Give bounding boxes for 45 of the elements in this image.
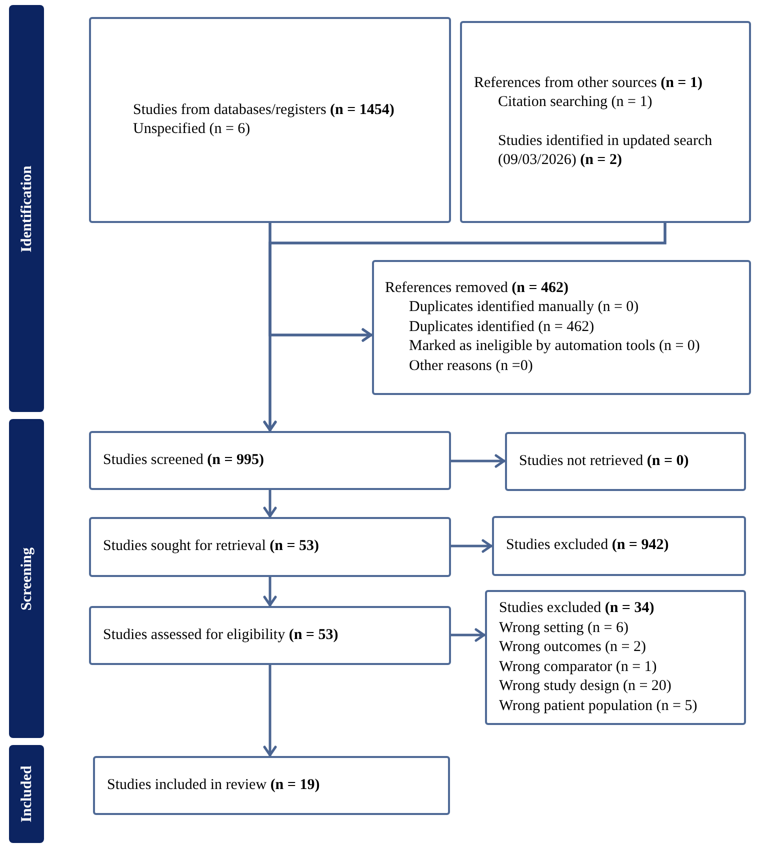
box-title: Studies sought for retrieval (n = 53) [103, 537, 320, 556]
phase-band [9, 745, 44, 843]
list-item: Wrong setting (n = 6) [499, 618, 628, 638]
list-item: Unspecified (n = 6) [133, 120, 250, 139]
list-item: Marked as ineligible by automation tools (n = 0) [409, 337, 700, 356]
list-item: Duplicates identified (n = 462) [409, 318, 594, 337]
process-box [93, 756, 450, 815]
list-item: Wrong comparator (n = 1) [499, 658, 657, 676]
list-item: Other reasons (n =0) [409, 356, 533, 376]
process-box [89, 431, 451, 490]
list-item: Wrong patient population (n = 5) [499, 696, 698, 716]
box-title: Studies excluded (n = 34) [499, 599, 654, 618]
list-item: Wrong outcomes (n = 2) [499, 638, 646, 657]
process-box [485, 590, 746, 725]
process-box [89, 606, 451, 665]
box-title: Studies included in review (n = 19) [107, 776, 320, 795]
process-box [89, 517, 451, 577]
process-box [89, 17, 451, 223]
list-item: Citation searching (n = 1) [498, 93, 652, 112]
process-box [372, 260, 751, 395]
list-item: Studies identified in updated search (09/03/2026) (n = 2) [498, 132, 714, 170]
phase-band [9, 5, 44, 412]
arrow [263, 490, 277, 518]
phase-label: Identification [18, 165, 36, 252]
arrow [263, 577, 277, 606]
list-item: Wrong study design (n = 20) [499, 677, 672, 696]
process-box [460, 21, 751, 223]
arrow [263, 665, 277, 756]
box-title: References removed (n = 462) [385, 278, 568, 298]
process-box [492, 516, 746, 576]
box-title: Studies screened (n = 995) [103, 450, 264, 470]
box-title: Studies from databases/registers (n = 1454) [133, 100, 394, 120]
box-title: Studies assessed for eligibility (n = 53) [103, 626, 338, 645]
arrow [451, 628, 486, 642]
list-item: Duplicates identified manually (n = 0) [409, 298, 639, 318]
box-title: Studies excluded (n = 942) [506, 536, 669, 556]
phase-band [9, 419, 44, 738]
arrow [268, 223, 666, 342]
arrow [451, 454, 506, 468]
box-title: References from other sources (n = 1) [474, 74, 702, 92]
process-box [505, 432, 746, 491]
phase-label: Included [18, 766, 36, 822]
box-title: Studies not retrieved (n = 0) [519, 452, 689, 471]
phase-label: Screening [18, 546, 36, 610]
arrow [451, 539, 492, 553]
